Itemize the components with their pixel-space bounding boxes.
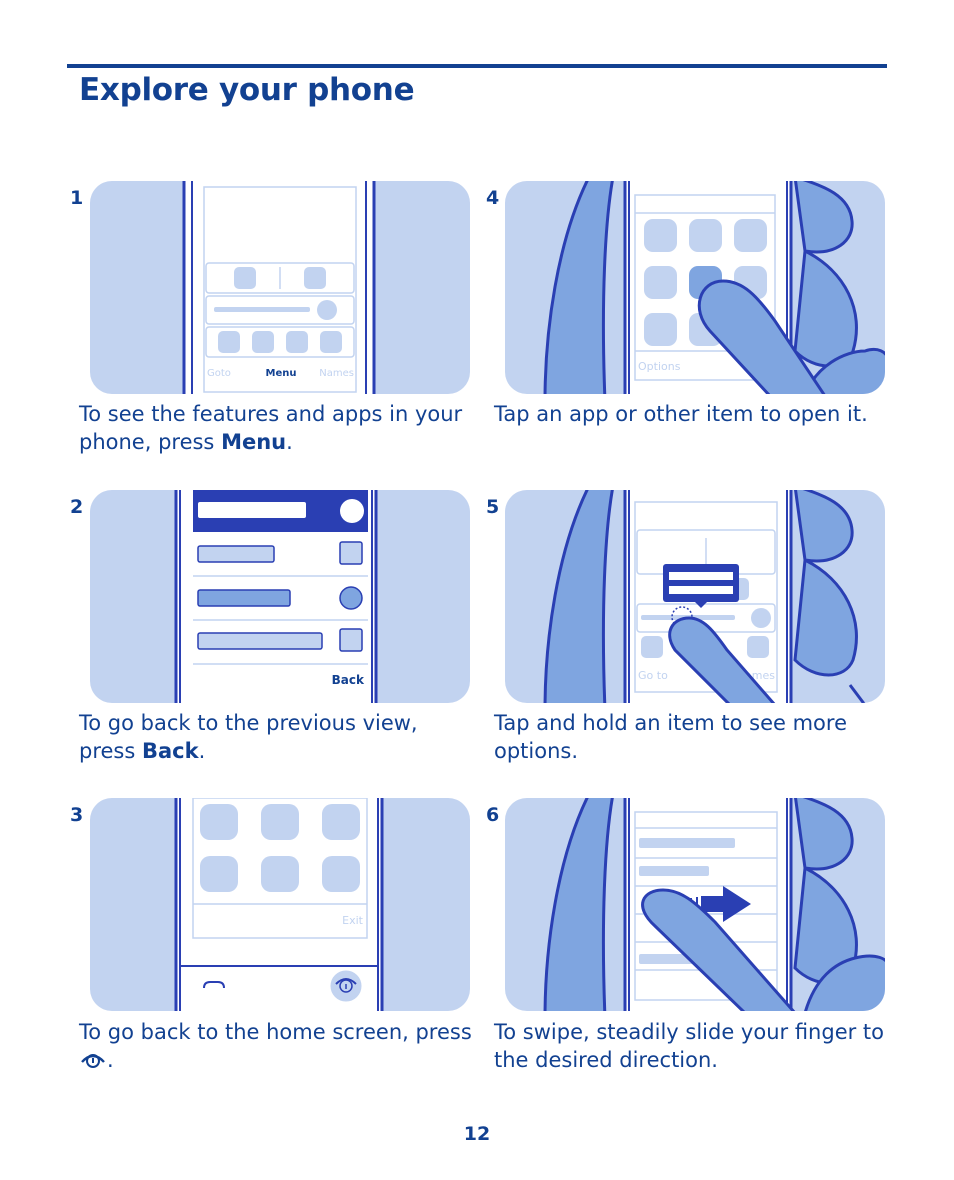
illustration-step-5: Go to Names [505,490,885,703]
illustration-step-6 [505,798,885,1011]
page-number: 12 [463,1123,491,1145]
step-number-5: 5 [486,496,500,518]
step-number-2: 2 [70,496,84,518]
softkey-exit-label: Exit [342,914,364,927]
step-number-6: 6 [486,804,500,826]
softkey-right-label: Names [319,368,354,379]
caption-step-4: Tap an app or other item to open it. [494,402,868,426]
step-number-3: 3 [70,804,84,826]
softkey-menu-label: Menu [266,368,297,379]
page-title: Explore your phone [79,72,415,108]
softkey-goto-label: Go to [638,669,668,682]
softkey-options-label: Options [638,360,681,373]
caption-step-2: To go back to the previous view, press B… [79,711,418,763]
caption-step-3: To go back to the home screen, press . [79,1020,472,1072]
softkey-back-label: Back [332,673,365,687]
illustration-step-3: Exit [90,798,470,1011]
step-number-4: 4 [486,187,500,209]
caption-step-5: Tap and hold an item to see more options… [494,711,847,763]
illustration-step-2: Back [90,490,470,703]
step-number-1: 1 [70,187,84,209]
illustration-step-4: Options [505,181,885,394]
illustration-step-1: Goto Menu Names [90,181,470,394]
softkey-left-label: Goto [207,368,231,379]
caption-step-1: To see the features and apps in your pho… [79,402,463,454]
header-rule [67,64,887,68]
menu-key-label: Menu [221,430,287,454]
home-end-key-icon [81,1054,105,1068]
caption-step-6: To swipe, steadily slide your finger to … [494,1020,885,1072]
back-key-label: Back [141,739,199,763]
